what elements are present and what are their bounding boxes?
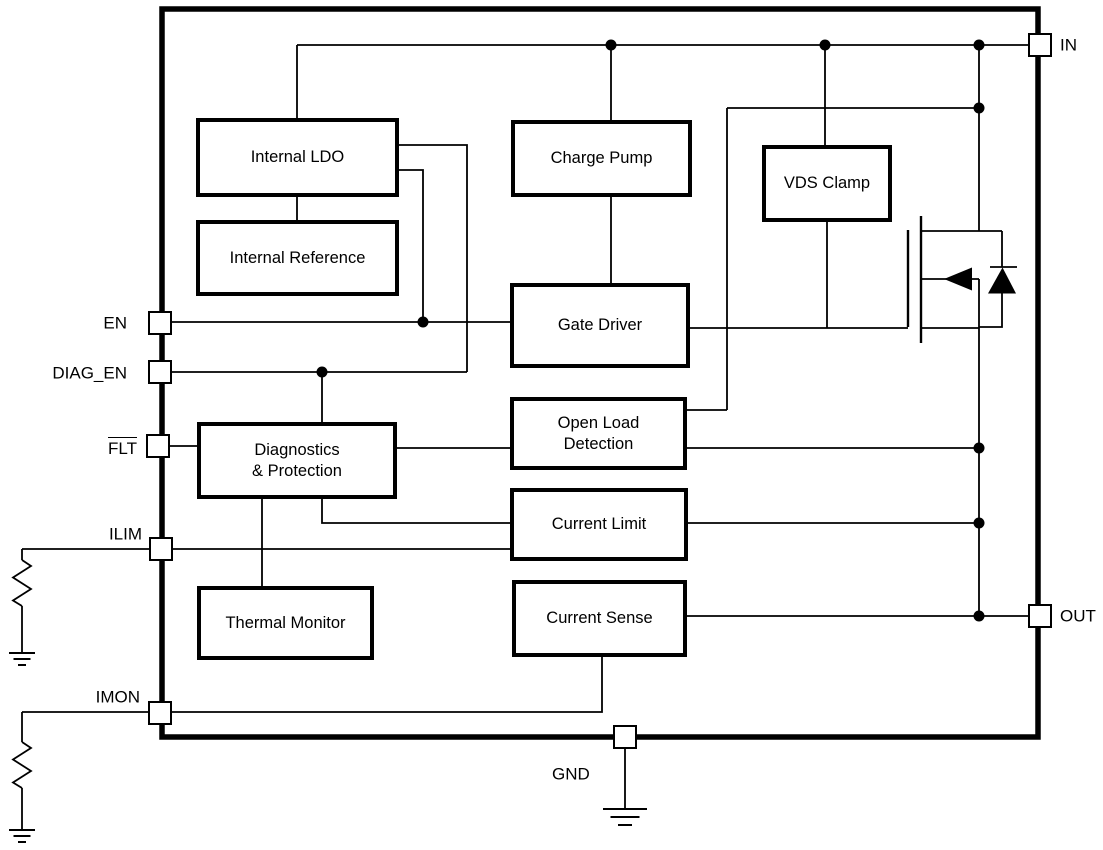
block-diagnostics-protection: Diagnostics & Protection — [197, 422, 397, 499]
ilim-resistor-icon — [11, 549, 33, 652]
pin-flt — [146, 434, 170, 458]
wires — [22, 44, 1028, 809]
junction-dots — [316, 39, 985, 622]
pin-label-imon: IMON — [95, 687, 140, 707]
block-thermal-monitor: Thermal Monitor — [197, 586, 374, 660]
pin-label-out: OUT — [1060, 606, 1096, 626]
pin-en — [148, 311, 172, 335]
pin-label-gnd: GND — [552, 764, 590, 784]
block-vds-clamp: VDS Clamp — [762, 145, 892, 222]
pin-label-flt: FLT — [108, 437, 137, 458]
block-current-sense: Current Sense — [512, 580, 687, 657]
block-internal-reference: Internal Reference — [196, 220, 399, 296]
pin-in — [1028, 33, 1052, 57]
block-open-load-detection: Open Load Detection — [510, 397, 687, 470]
pin-label-diag-en: DIAG_EN — [52, 363, 127, 383]
imon-resistor-icon — [11, 712, 33, 829]
pin-gnd — [613, 725, 637, 749]
imon-ground-icon — [9, 829, 35, 843]
fet-arrow-icon — [944, 267, 972, 291]
body-diode-icon — [979, 231, 1017, 328]
gnd-ground-icon — [603, 808, 647, 826]
block-gate-driver: Gate Driver — [510, 283, 690, 368]
pin-out — [1028, 604, 1052, 628]
block-internal-ldo: Internal LDO — [196, 118, 399, 197]
pin-label-in: IN — [1060, 35, 1077, 55]
pin-label-en: EN — [103, 313, 127, 333]
ilim-ground-icon — [9, 652, 35, 666]
block-charge-pump: Charge Pump — [511, 120, 692, 197]
nmos-fet-icon — [906, 216, 1002, 343]
pin-ilim — [149, 537, 173, 561]
pin-label-ilim: ILIM — [108, 524, 142, 544]
pin-diag-en — [148, 360, 172, 384]
block-current-limit: Current Limit — [510, 488, 688, 561]
pin-imon — [148, 701, 172, 725]
